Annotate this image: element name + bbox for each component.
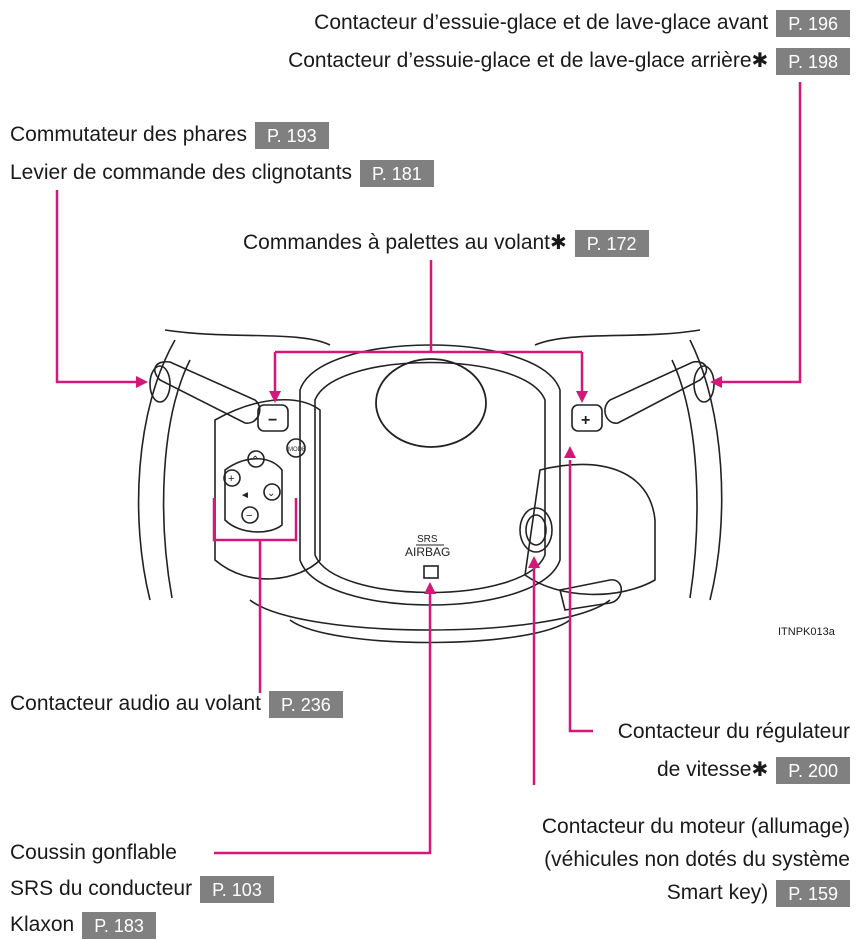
speaker-icon: ◄ [240, 490, 250, 501]
button-glyphs: − + + − ⌃ ⌄ ◄ MODE SRS AIRBAG [228, 412, 590, 559]
left-paddle-minus: − [268, 412, 277, 429]
cruise-text-line2: de vitesse [656, 758, 752, 782]
label-airbag-line2: SRS du conducteur P. 103 [10, 876, 274, 903]
engine-text-line3: Smart key) [666, 881, 769, 905]
cruise-text-line1: Contacteur du régulateur [617, 720, 850, 743]
rear-wiper-asterisk: ✱ [751, 50, 769, 73]
vol-down-icon: − [246, 510, 252, 522]
mode-button-label: MODE [288, 447, 306, 453]
vol-up-icon: + [228, 473, 234, 485]
horn-page-badge[interactable]: P. 183 [82, 912, 156, 939]
seek-down-icon: ⌄ [267, 488, 275, 499]
leader-lines [55, 82, 802, 855]
paddles-page-badge[interactable]: P. 172 [574, 230, 649, 257]
label-cruise-line1: Contacteur du régulateur [618, 719, 850, 745]
label-airbag-line1: Coussin gonflable [10, 840, 177, 866]
airbag-text-line2: SRS du conducteur [10, 877, 193, 901]
label-engine-line2: (véhicules non dotés du système [544, 847, 850, 873]
label-engine-line3: Smart key) P. 159 [667, 880, 850, 907]
label-paddles: Commandes à palettes au volant✱ P. 172 [243, 230, 649, 257]
engine-page-badge[interactable]: P. 159 [776, 880, 850, 907]
engine-text-line2: (véhicules non dotés du système [544, 848, 850, 871]
headlight-text: Commutateur des phares [10, 123, 247, 147]
label-cruise-line2: de vitesse✱ P. 200 [657, 757, 850, 784]
figure-code: ITNPK013a [778, 626, 835, 638]
label-engine-line1: Contacteur du moteur (allumage) [542, 814, 850, 840]
airbag-text-line1: Coussin gonflable [10, 841, 177, 864]
cruise-page-badge[interactable]: P. 200 [776, 757, 850, 784]
label-horn: Klaxon P. 183 [10, 912, 156, 939]
rear-wiper-page-badge[interactable]: P. 198 [776, 48, 850, 75]
label-audio: Contacteur audio au volant P. 236 [10, 691, 343, 718]
leader-arrowheads [136, 376, 722, 594]
front-wiper-text: Contacteur d’essuie-glace et de lave-gla… [314, 11, 769, 35]
front-wiper-page-badge[interactable]: P. 196 [776, 10, 850, 37]
headlight-page-badge[interactable]: P. 193 [254, 122, 329, 149]
engine-text-line1: Contacteur du moteur (allumage) [541, 815, 850, 838]
paddles-asterisk: ✱ [550, 232, 567, 255]
airbag-srs-text: SRS [417, 534, 438, 545]
paddles-text: Commandes à palettes au volant [243, 231, 551, 255]
rear-wiper-text: Contacteur d’essuie-glace et de lave-gla… [288, 49, 752, 73]
seek-up-icon: ⌃ [251, 455, 259, 466]
horn-text: Klaxon [10, 913, 75, 937]
airbag-label-text: AIRBAG [405, 545, 450, 559]
label-turn-signal: Levier de commande des clignotants P. 181 [10, 160, 434, 187]
right-paddle-plus: + [581, 412, 590, 429]
audio-text: Contacteur audio au volant [10, 692, 262, 716]
audio-page-badge[interactable]: P. 236 [269, 691, 343, 718]
turn-signal-text: Levier de commande des clignotants [10, 161, 353, 185]
airbag-page-badge[interactable]: P. 103 [200, 876, 274, 903]
label-rear-wiper: Contacteur d’essuie-glace et de lave-gla… [288, 48, 850, 75]
cruise-asterisk: ✱ [751, 759, 769, 782]
label-front-wiper: Contacteur d’essuie-glace et de lave-gla… [314, 10, 850, 37]
turn-signal-page-badge[interactable]: P. 181 [360, 160, 434, 187]
label-headlight: Commutateur des phares P. 193 [10, 122, 329, 149]
